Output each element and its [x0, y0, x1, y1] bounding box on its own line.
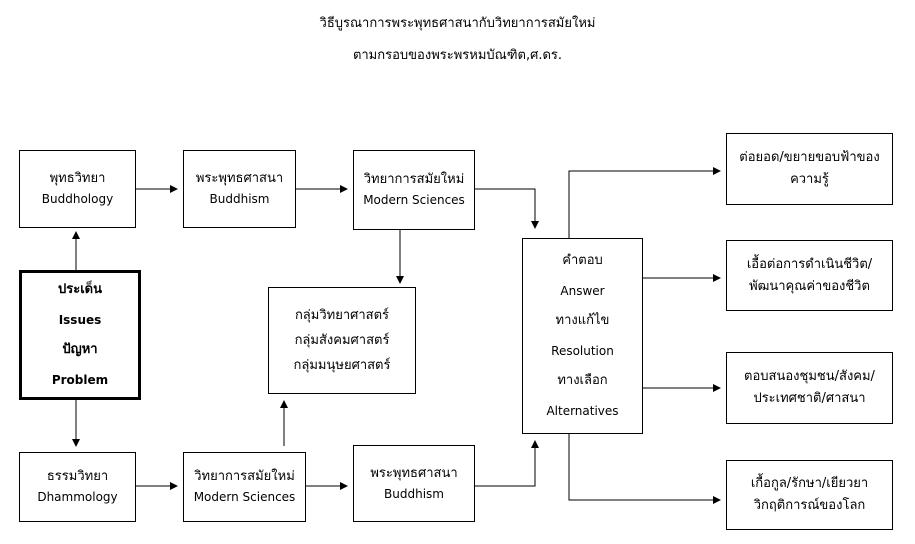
result3-l1: ตอบสนองชุมชน/สังคม/	[744, 369, 875, 384]
buddhology-en: Buddhology	[41, 192, 114, 206]
buddhism-bottom-en: Buddhism	[384, 486, 444, 501]
arrow-answer-to-result4	[568, 434, 721, 504]
buddhism-top-th: พระพุทธศาสนา	[195, 171, 284, 186]
buddhism-top-en: Buddhism	[209, 192, 270, 206]
sciences-top-th: วิทยาการสมัยใหม่	[363, 172, 465, 187]
buddhology-th: พุทธวิทยา	[49, 171, 106, 186]
dhammology-en: Dhammology	[37, 490, 118, 504]
box-answer: คำตอบ Answer ทางแก้ไข Resolution ทางเลือ…	[522, 238, 643, 434]
result2-l1: เอื้อต่อการดำเนินชีวิต/	[746, 256, 873, 272]
answer-l3: ทางแก้ไข	[555, 313, 610, 328]
box-dhammology: ธรรมวิทยา Dhammology	[19, 452, 136, 522]
result2-l2: พัฒนาคุณค่าของชีวิต	[749, 278, 870, 294]
groups-l1: กลุ่มวิทยาศาสตร์	[294, 308, 390, 323]
result3-l2: ประเทศชาติ/ศาสนา	[753, 391, 866, 406]
box-result-life: เอื้อต่อการดำเนินชีวิต/ พัฒนาคุณค่าของชี…	[726, 240, 893, 311]
result1-l1: ต่อยอด/ขยายขอบฟ้าของ	[739, 150, 880, 165]
arrow-sciences-to-answer	[475, 188, 539, 229]
answer-l2: Answer	[560, 284, 605, 298]
diagram-title: วิธีบูรณาการพระพุทธศาสนากับวิทยาการสมัยใ…	[319, 16, 596, 31]
result4-l2: วิกฤติการณ์ของโลก	[753, 498, 866, 513]
box-sciences-bottom: วิทยาการสมัยใหม่ Modern Sciences	[183, 452, 306, 522]
arrow-buddhism-to-answer	[475, 440, 539, 487]
result4-l1: เกื้อกูล/รักษา/เยียวยา	[750, 476, 869, 491]
issues-th2: ปัญหา	[62, 342, 98, 357]
box-buddhology: พุทธวิทยา Buddhology	[19, 150, 136, 228]
box-buddhism-bottom: พระพุทธศาสนา Buddhism	[353, 445, 475, 522]
box-result-knowledge: ต่อยอด/ขยายขอบฟ้าของ ความรู้	[726, 133, 893, 205]
groups-l2: กลุ่มสังคมศาสตร์	[294, 333, 390, 348]
box-result-world: เกื้อกูล/รักษา/เยียวยา วิกฤติการณ์ของโลก	[726, 460, 893, 530]
box-buddhism-top: พระพุทธศาสนา Buddhism	[183, 150, 296, 228]
groups-l3: กลุ่มมนุษยศาสตร์	[293, 358, 391, 373]
answer-l4: Resolution	[551, 344, 614, 358]
issues-en1: Issues	[58, 313, 102, 327]
result1-l2: ความรู้	[790, 172, 829, 187]
arrow-answer-to-result1	[568, 167, 721, 238]
dhammology-th: ธรรมวิทยา	[46, 469, 109, 484]
box-result-society: ตอบสนองชุมชน/สังคม/ ประเทศชาติ/ศาสนา	[726, 352, 893, 424]
issues-en2: Problem	[51, 373, 109, 387]
issues-th1: ประเด็น	[58, 282, 102, 297]
answer-l1: คำตอบ	[562, 253, 603, 268]
buddhism-bottom-th: พระพุทธศาสนา	[370, 465, 458, 481]
box-groups: กลุ่มวิทยาศาสตร์ กลุ่มสังคมศาสตร์ กลุ่มม…	[268, 287, 416, 394]
sciences-top-en: Modern Sciences	[363, 193, 465, 207]
diagram-subtitle: ตามกรอบของพระพรหมบัณฑิต,ศ.ดร.	[352, 48, 563, 63]
answer-l6: Alternatives	[546, 404, 619, 418]
sciences-bottom-en: Modern Sciences	[193, 490, 296, 504]
box-sciences-top: วิทยาการสมัยใหม่ Modern Sciences	[353, 150, 475, 230]
sciences-bottom-th: วิทยาการสมัยใหม่	[194, 469, 295, 484]
box-issues: ประเด็น Issues ปัญหา Problem	[19, 270, 141, 400]
answer-l5: ทางเลือก	[557, 373, 608, 388]
